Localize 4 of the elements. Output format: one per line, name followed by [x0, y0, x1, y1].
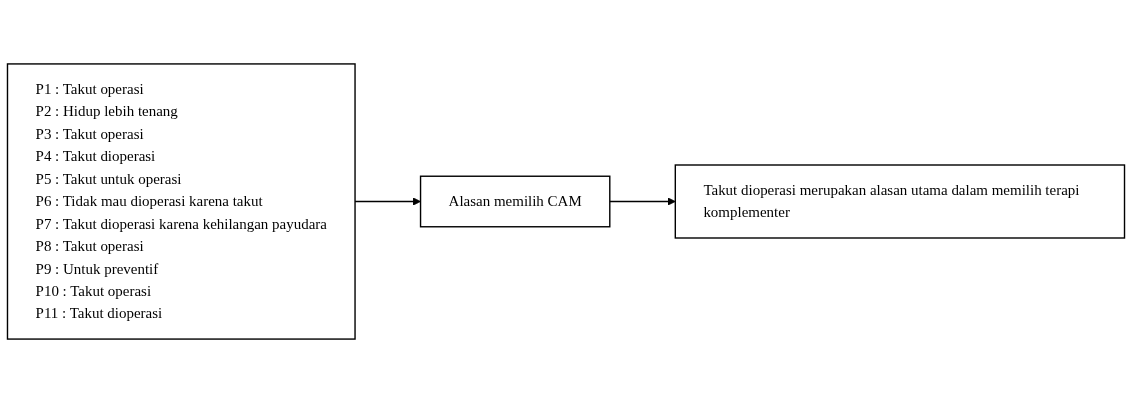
node-box: P1 : Takut operasi P2 : Hidup lebih tenang P3 : Takut operasi P4 : Takut dioperasi P5 : Takut untuk operasi P6 : Tidak mau dioperasi karena takut P7 : Takut dioperasi karena kehilangan payudara P8 : Takut operasi P9 : Untuk preventif P10 : Takut operasi P11 : Takut dioperasi — [6, 63, 356, 340]
arrow — [609, 197, 676, 206]
node-box: Takut dioperasi merupakan alasan utama dalam memilih terapi komplementer — [674, 164, 1126, 239]
node-box: Alasan memilih CAM — [419, 175, 611, 228]
